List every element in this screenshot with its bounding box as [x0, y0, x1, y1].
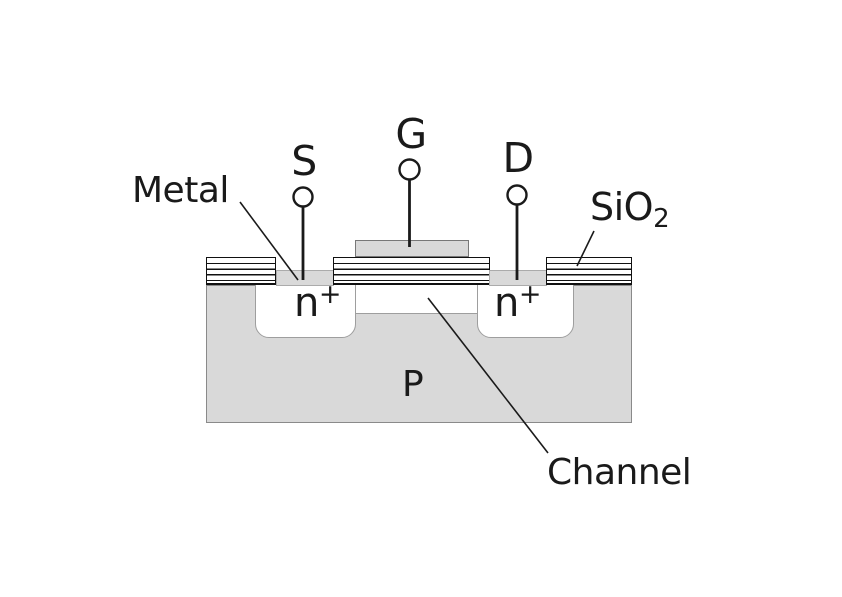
source-terminal-circle-icon	[292, 186, 314, 208]
sio2-label-main: SiO	[590, 185, 654, 229]
n-plus-superscript: +	[518, 279, 542, 310]
sio2-layer-left	[206, 257, 276, 285]
drain-diffusion-label: n+	[494, 280, 541, 326]
n-plus-superscript: +	[318, 279, 342, 310]
substrate-label: P	[402, 364, 424, 405]
source-diffusion-label: n+	[294, 280, 341, 326]
oxide-hatching	[334, 263, 489, 281]
channel-callout-label: Channel	[547, 452, 692, 493]
gate-metal-electrode	[355, 240, 469, 257]
source-terminal-label: S	[291, 137, 317, 185]
gate-oxide-layer	[333, 257, 490, 285]
metal-callout-label: Metal	[132, 170, 229, 211]
sio2-layer-right	[546, 257, 632, 285]
n-plus-main: n	[494, 280, 519, 326]
channel-region	[355, 284, 478, 314]
source-n-plus-well	[255, 284, 356, 338]
drain-terminal-label: D	[502, 134, 534, 182]
sio2-label-subscript: 2	[653, 204, 670, 234]
oxide-hatching	[547, 263, 631, 281]
drain-terminal-circle-icon	[506, 184, 528, 206]
oxide-hatching	[207, 263, 275, 281]
gate-terminal-circle-icon	[398, 158, 421, 181]
sio2-callout-label: SiO2	[590, 185, 670, 232]
n-plus-main: n	[294, 280, 319, 326]
gate-terminal-label: G	[395, 110, 427, 158]
